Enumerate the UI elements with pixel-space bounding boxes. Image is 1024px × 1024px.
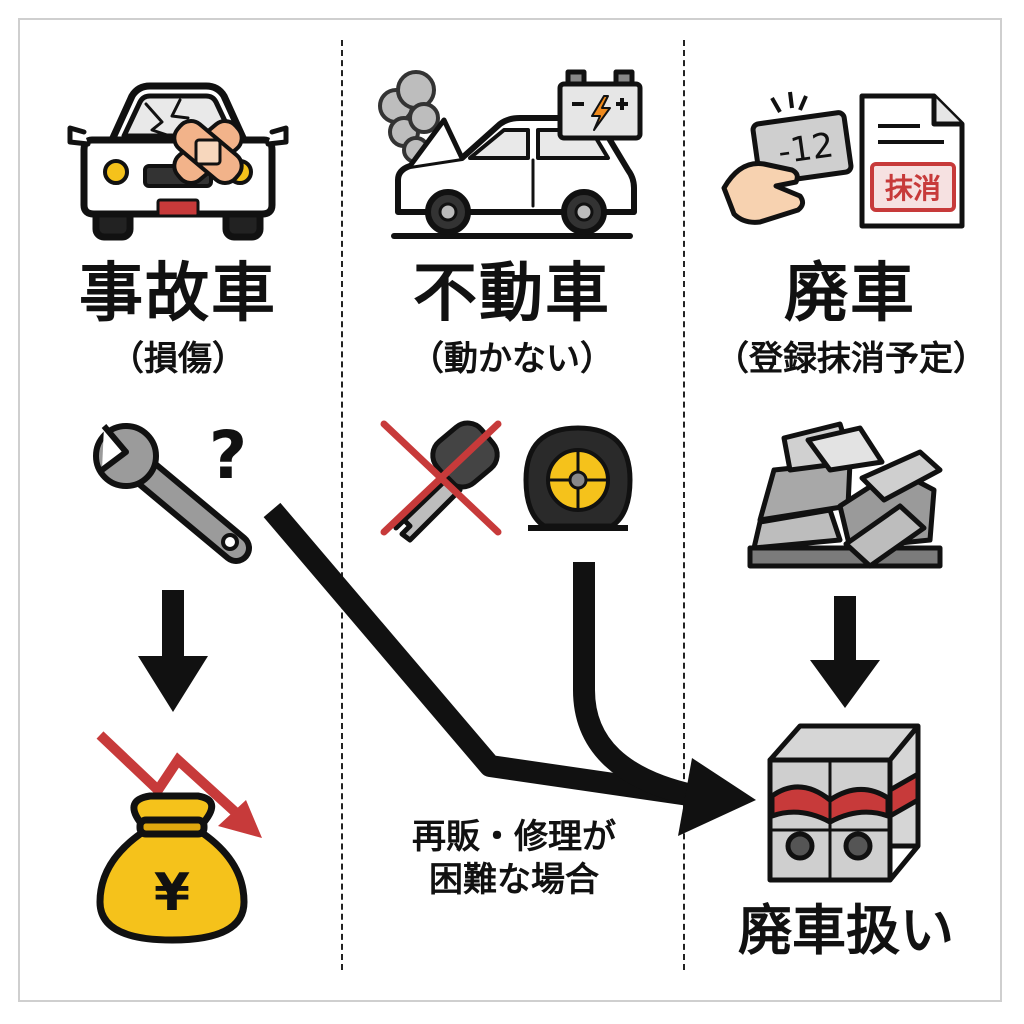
smoke-icon <box>378 70 440 164</box>
falling-trend-arrowhead <box>218 800 262 838</box>
license-plate-hand-icon <box>721 91 854 225</box>
falling-trend-icon <box>96 731 248 824</box>
column-subtitle-immobile: （動かない） <box>410 339 614 379</box>
condition-note-line-2: 困難な場合 <box>429 859 599 900</box>
result-label: 廃車扱い <box>738 899 954 962</box>
flat-tire-icon <box>523 425 633 531</box>
outer-frame <box>18 18 1002 1002</box>
yen-symbol: ¥ <box>154 863 190 923</box>
flow-arrow-from-accident <box>263 502 698 807</box>
deregistered-stamp-text: 抹消 <box>885 172 941 205</box>
condition-note-line-1: 再販・修理が <box>412 817 616 857</box>
column-title-accident: 事故車 <box>79 257 277 331</box>
money-bag-icon <box>96 792 248 944</box>
no-key-cross-line-2 <box>380 420 502 536</box>
down-arrow-icon <box>810 596 880 708</box>
wrench-icon <box>93 423 252 564</box>
flow-arrowhead <box>678 758 756 836</box>
scrap-metal-pile-icon <box>747 421 943 569</box>
column-divider-2 <box>683 40 685 970</box>
flow-arrow-from-immobile <box>573 562 699 807</box>
battery-icon <box>557 69 643 141</box>
damaged-car-icon <box>67 82 289 241</box>
down-arrow-icon <box>138 590 208 712</box>
license-plate-number: -12 <box>776 125 837 172</box>
column-title-scrapped: 廃車 <box>784 257 916 331</box>
column-subtitle-scrapped: （登録抹消予定） <box>715 339 987 379</box>
question-mark-icon: ? <box>209 417 247 494</box>
crushed-car-cube-icon <box>767 723 921 883</box>
condition-note: 再販・修理が 困難な場合 <box>364 816 664 901</box>
column-title-immobile: 不動車 <box>413 257 611 331</box>
column-subtitle-accident: （損傷） <box>110 339 246 379</box>
deregistration-document-icon <box>859 93 965 229</box>
column-divider-1 <box>341 40 343 970</box>
